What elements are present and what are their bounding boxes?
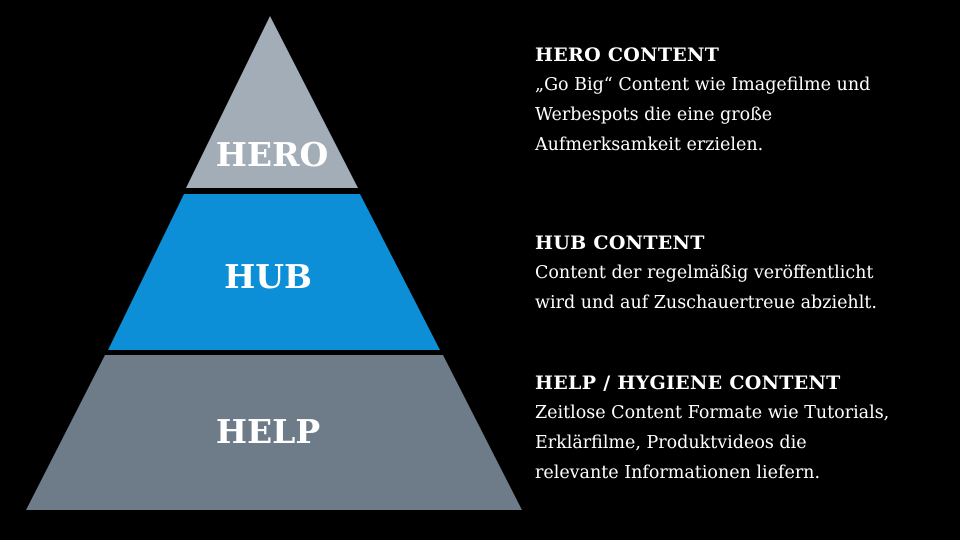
hub-content-title: HUB CONTENT	[535, 232, 705, 254]
help-content-line: Zeitlose Content Formate wie Tutorials,	[535, 403, 890, 423]
help-content-line: Erklärfilme, Produktvideos die	[535, 433, 807, 453]
hero-content-line: Werbespots die eine große	[535, 105, 773, 125]
hero-content-line: Aufmerksamkeit erzielen.	[535, 135, 764, 155]
pyramid-tier-help	[26, 355, 522, 510]
help-content-description: HELP / HYGIENE CONTENT Zeitlose Content …	[535, 368, 955, 488]
help-content-line: relevante Informationen liefern.	[535, 463, 821, 483]
pyramid-tier-hub	[108, 194, 440, 350]
hub-content-line: wird und auf Zuschauertreue abziehlt.	[535, 293, 877, 313]
content-pyramid: HERO HUB HELP	[26, 16, 522, 510]
pyramid-label-hub: HUB	[224, 257, 312, 296]
pyramid-label-help: HELP	[216, 412, 320, 451]
pyramid-tier-hero	[186, 16, 358, 188]
hero-content-description: HERO CONTENT „Go Big“ Content wie Imagef…	[535, 40, 955, 160]
pyramid-label-hero: HERO	[216, 135, 329, 174]
hub-content-line: Content der regelmäßig veröffentlicht	[535, 263, 874, 283]
hero-content-line: „Go Big“ Content wie Imagefilme und	[535, 75, 871, 95]
hub-content-description: HUB CONTENT Content der regelmäßig veröf…	[535, 228, 955, 318]
hero-content-title: HERO CONTENT	[535, 44, 720, 66]
help-content-title: HELP / HYGIENE CONTENT	[535, 372, 841, 394]
